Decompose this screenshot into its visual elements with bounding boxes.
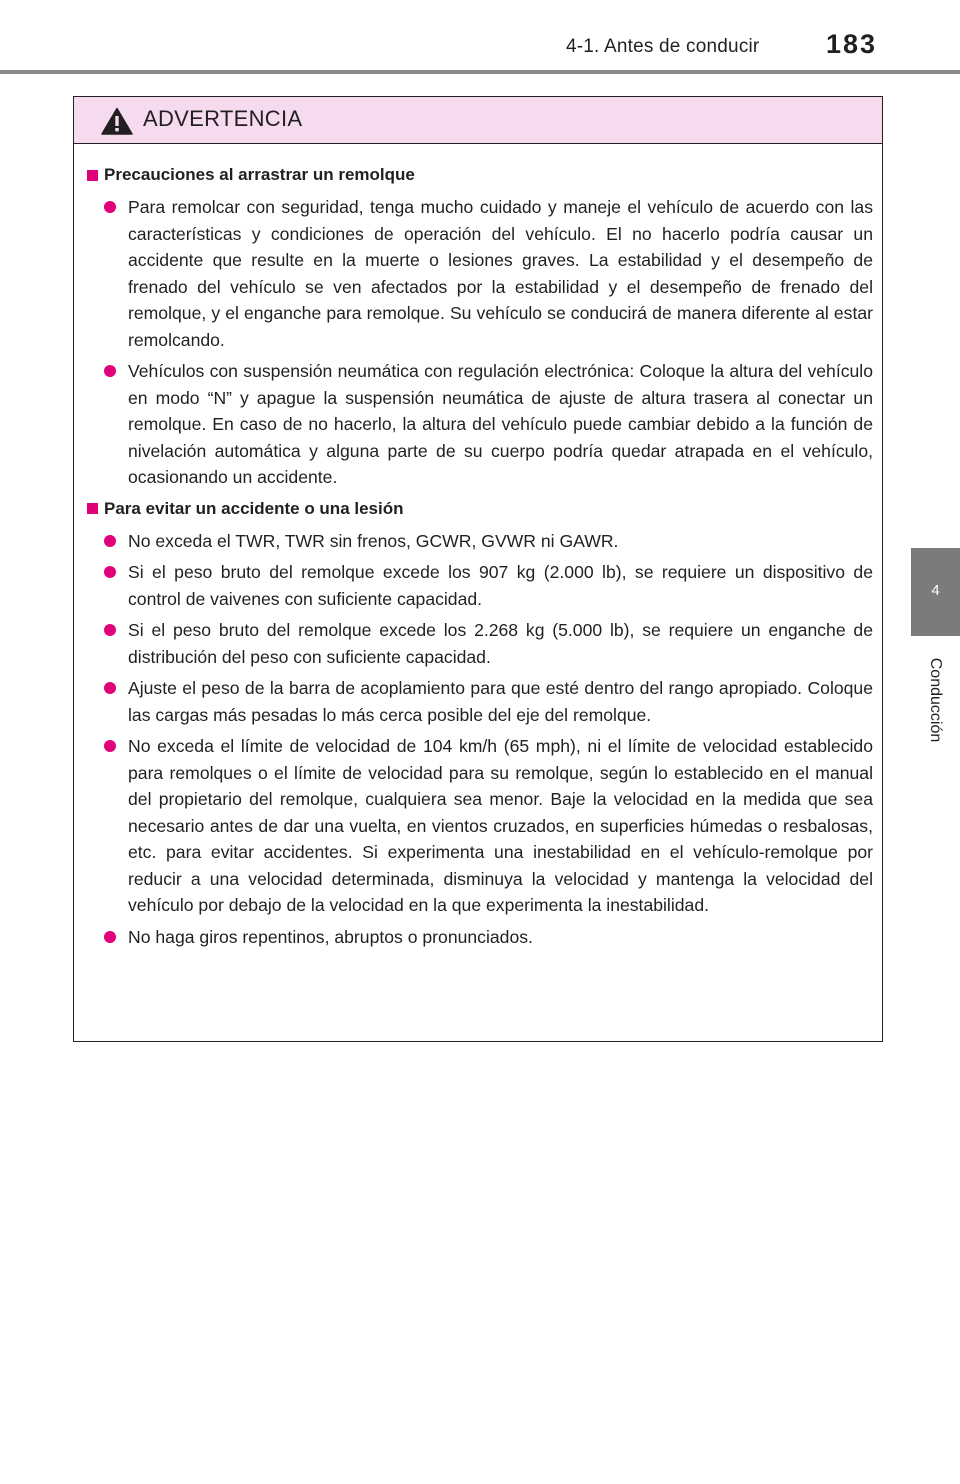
- section-heading-text: Precauciones al arrastrar un remolque: [104, 165, 415, 184]
- square-bullet-icon: [87, 503, 98, 514]
- list-item: Vehículos con suspensión neumática con r…: [87, 358, 873, 491]
- list-item: Ajuste el peso de la barra de acoplamien…: [87, 675, 873, 728]
- list-item: Si el peso bruto del remolque excede los…: [87, 559, 873, 612]
- section-title: 4-1. Antes de conducir: [566, 36, 760, 57]
- page-header: 4-1. Antes de conducir 183: [0, 0, 960, 74]
- chapter-number: 4: [931, 582, 940, 599]
- list-item-text: Si el peso bruto del remolque excede los…: [128, 620, 873, 667]
- warning-box: ADVERTENCIA Precauciones al arrastrar un…: [73, 96, 883, 1042]
- chapter-tab: 4: [911, 548, 960, 636]
- list-item-text: Vehículos con suspensión neumática con r…: [128, 361, 873, 487]
- square-bullet-icon: [87, 169, 98, 181]
- chapter-name: Conducción: [927, 657, 944, 743]
- list-item-text: No exceda el TWR, TWR sin frenos, GCWR, …: [128, 530, 619, 551]
- warning-header: ADVERTENCIA: [74, 97, 882, 144]
- list-item-text: Si el peso bruto del remolque excede los…: [128, 562, 873, 609]
- list-item-text: Ajuste el peso de la barra de acoplamien…: [128, 678, 873, 725]
- list-item: Si el peso bruto del remolque excede los…: [87, 617, 873, 670]
- warning-title: ADVERTENCIA: [143, 106, 303, 131]
- header-divider: [0, 70, 960, 74]
- circle-bullet-icon: [104, 624, 116, 636]
- circle-bullet-icon: [104, 682, 116, 694]
- circle-bullet-icon: [104, 930, 116, 943]
- page-number: 183: [826, 29, 878, 59]
- circle-bullet-icon: [104, 201, 116, 213]
- list-item-text: No haga giros repentinos, abruptos o pro…: [128, 926, 533, 947]
- circle-bullet-icon: [104, 365, 116, 377]
- warning-body: Precauciones al arrastrar un remolque Pa…: [74, 144, 882, 950]
- section-heading-text: Para evitar un accidente o una lesión: [104, 498, 404, 518]
- section-heading: Para evitar un accidente o una lesión: [87, 496, 873, 522]
- list-item: Para remolcar con seguridad, tenga mucho…: [87, 194, 873, 353]
- list-item: No exceda el límite de velocidad de 104 …: [87, 733, 873, 919]
- list-item-text: Para remolcar con seguridad, tenga mucho…: [128, 197, 873, 350]
- section-heading: Precauciones al arrastrar un remolque: [87, 162, 873, 188]
- circle-bullet-icon: [104, 534, 116, 547]
- list-item: No haga giros repentinos, abruptos o pro…: [87, 924, 873, 951]
- circle-bullet-icon: [104, 566, 116, 578]
- warning-triangle-icon: [101, 107, 133, 135]
- list-item-text: No exceda el límite de velocidad de 104 …: [128, 736, 873, 915]
- circle-bullet-icon: [104, 740, 116, 752]
- list-item: No exceda el TWR, TWR sin frenos, GCWR, …: [87, 528, 873, 555]
